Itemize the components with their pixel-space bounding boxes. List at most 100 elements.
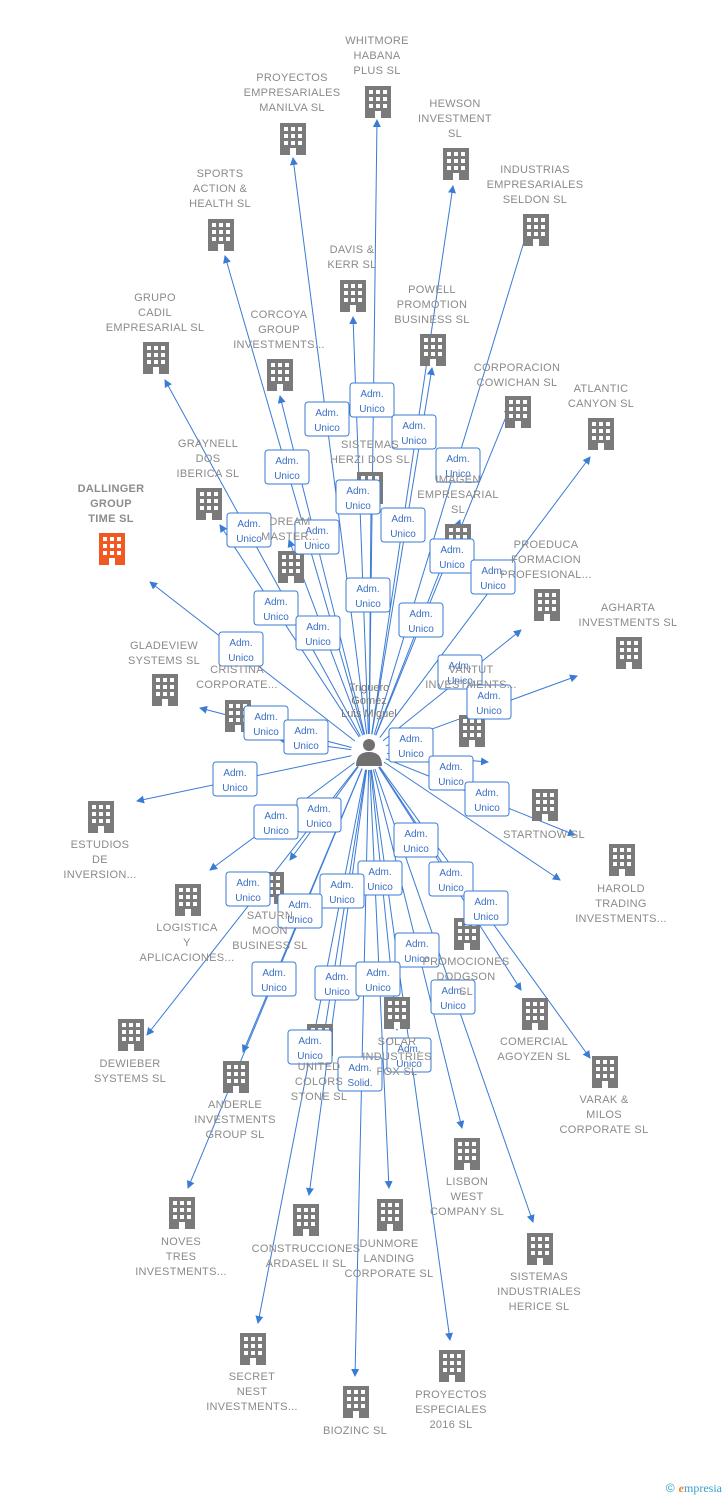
role-text: Adm. (366, 968, 389, 979)
company-label-secret[interactable]: SECRET NEST INVESTMENTS... (206, 1371, 298, 1413)
company-label-agharta[interactable]: AGHARTA INVESTMENTS SL (578, 602, 678, 629)
role-text: Unico (222, 783, 248, 794)
building-icon-sports[interactable] (208, 219, 234, 251)
company-label-dewieber[interactable]: DEWIEBER SYSTEMS SL (93, 1058, 167, 1085)
role-text: Adm. (439, 868, 462, 879)
role-text: Unico (263, 826, 289, 837)
company-label-logistica[interactable]: LOGISTICA Y APLICACIONES... (139, 922, 235, 964)
building-icon-noves[interactable] (169, 1197, 195, 1229)
company-label-seldon[interactable]: INDUSTRIAS EMPRESARIALES SELDON SL (486, 164, 584, 206)
building-icon-corcoya[interactable] (267, 359, 293, 391)
building-icon-agoyzen[interactable] (522, 998, 548, 1030)
company-label-hewson[interactable]: HEWSON INVESTMENT SL (418, 98, 492, 140)
building-icon-solar[interactable] (384, 997, 410, 1029)
building-icon-manilva[interactable] (280, 123, 306, 155)
company-label-atlantic[interactable]: ATLANTIC CANYON SL (567, 383, 635, 410)
company-label-davis[interactable]: DAVIS & KERR SL (327, 244, 377, 271)
company-label-varak[interactable]: VARAK & MILOS CORPORATE SL (559, 1094, 649, 1136)
building-icon-dewieber[interactable] (118, 1019, 144, 1051)
role-text: Unico (408, 624, 434, 635)
building-icon-secret[interactable] (240, 1333, 266, 1365)
role-badge: Adm. Unico (355, 961, 401, 997)
building-icon-herice[interactable] (527, 1233, 553, 1265)
building-icon-ardasel[interactable] (293, 1204, 319, 1236)
building-icon-logistica[interactable] (175, 884, 201, 916)
role-text: Unico (390, 529, 416, 540)
company-label-herice[interactable]: SISTEMAS INDUSTRIALES HERICE SL (497, 1271, 581, 1313)
company-label-biozinc[interactable]: BIOZINC SL (322, 1425, 388, 1437)
role-text: Adm. (237, 519, 260, 530)
building-icon-proyectos2016[interactable] (439, 1350, 465, 1382)
company-label-agoyzen[interactable]: COMERCIAL AGOYZEN SL (497, 1036, 571, 1063)
building-icon-lisbon[interactable] (454, 1138, 480, 1170)
company-label-cadil[interactable]: GRUPO CADIL EMPRESARIAL SL (105, 292, 205, 334)
role-badge: Adm.Unico (283, 719, 329, 755)
building-icon-cowichan[interactable] (505, 396, 531, 428)
edge-harold (383, 761, 561, 881)
company-label-proeduca[interactable]: PROEDUCA FORMACION PROFESIONAL... (500, 539, 592, 581)
role-text: Unico (365, 983, 391, 994)
person-icon[interactable] (356, 739, 382, 766)
company-label-gladeview[interactable]: GLADEVIEW SYSTEMS SL (127, 640, 201, 667)
company-label-whitmore[interactable]: WHITMORE HABANA PLUS SL (345, 35, 409, 77)
role-text: Unico (297, 1051, 323, 1062)
company-label-dodgson[interactable]: PROMOCIONES DODGSON SL (422, 956, 510, 998)
building-icon-seldon[interactable] (523, 214, 549, 246)
footer-brand[interactable]: ©empresia (666, 1481, 722, 1496)
company-label-estudios[interactable]: ESTUDIOS DE INVERSION... (63, 839, 137, 881)
company-label-graynell[interactable]: GRAYNELL DOS IBERICA SL (176, 438, 240, 480)
building-icon-biozinc[interactable] (343, 1386, 369, 1418)
company-label-dallinger[interactable]: DALLINGER GROUP TIME SL (77, 483, 145, 525)
building-icon-dunmore[interactable] (377, 1199, 403, 1231)
building-icon-estudios[interactable] (88, 801, 114, 833)
company-label-harold[interactable]: HAROLD TRADING INVESTMENTS... (575, 883, 667, 925)
building-icon-startnow[interactable] (532, 789, 558, 821)
company-label-cristina[interactable]: CRISTINA CORPORATE... (196, 664, 278, 691)
role-text: Unico (355, 599, 381, 610)
company-label-united[interactable]: UNITED COLORS STONE SL (290, 1061, 348, 1103)
building-icon-agharta[interactable] (616, 637, 642, 669)
edge-united (317, 769, 367, 1061)
company-label-ardasel[interactable]: CONSTRUCCIONES ARDASEL II SL (251, 1243, 361, 1270)
company-label-saturn[interactable]: SATURN MOON BUSINESS SL (232, 910, 308, 952)
company-label-cowichan[interactable]: CORPORACION COWICHAN SL (473, 362, 561, 389)
company-label-noves[interactable]: NOVES TRES INVESTMENTS... (135, 1236, 227, 1278)
person-name[interactable]: Triguero Gomez Luis Miguel (341, 682, 397, 720)
company-label-proyectos2016[interactable]: PROYECTOS ESPECIALES 2016 SL (415, 1389, 487, 1431)
role-text: Unico (329, 895, 355, 906)
role-text: Unico (314, 423, 340, 434)
building-icon-dallinger[interactable] (99, 533, 125, 565)
company-label-manilva[interactable]: PROYECTOS EMPRESARIALES MANILVA SL (243, 72, 341, 114)
company-label-anderle[interactable]: ANDERLE INVESTMENTS GROUP SL (194, 1099, 276, 1141)
company-label-vantut[interactable]: VANTUT INVESTMENTS... (425, 664, 517, 691)
building-icon-powell[interactable] (420, 334, 446, 366)
building-icon-graynell[interactable] (196, 488, 222, 520)
role-badge: Adm.Unico (319, 873, 365, 909)
company-label-herzi[interactable]: SISTEMAS HERZI DOS SL (329, 439, 410, 466)
company-label-corcoya[interactable]: CORCOYA GROUP INVESTMENTS... (233, 309, 325, 351)
role-text: Unico (263, 612, 289, 623)
building-icon-whitmore[interactable] (365, 86, 391, 118)
company-label-sports[interactable]: SPORTS ACTION & HEALTH SL (189, 168, 251, 210)
building-icon-cadil[interactable] (143, 342, 169, 374)
company-label-imagen[interactable]: IMAGEN EMPRESARIAL SL (417, 474, 499, 516)
company-label-lisbon[interactable]: LISBON WEST COMPANY SL (429, 1176, 505, 1218)
building-icon-harold[interactable] (609, 844, 635, 876)
brand-e: e (678, 1481, 684, 1495)
building-icon-anderle[interactable] (223, 1061, 249, 1093)
building-icon-proeduca[interactable] (534, 589, 560, 621)
building-icon-vantut[interactable] (459, 715, 485, 747)
company-label-startnow[interactable]: STARTNOW SL (503, 829, 585, 841)
role-text: Adm. (307, 804, 330, 815)
role-text: Adm. (440, 545, 463, 556)
building-icon-dream[interactable] (278, 551, 304, 583)
building-icon-hewson[interactable] (443, 148, 469, 180)
company-label-dream[interactable]: DREAM MASTER... (261, 516, 319, 543)
role-text: Adm. (368, 867, 391, 878)
company-label-dunmore[interactable]: DUNMORE LANDING CORPORATE SL (344, 1238, 434, 1280)
company-label-powell[interactable]: POWELL PROMOTION BUSINESS SL (394, 284, 470, 326)
building-icon-atlantic[interactable] (588, 418, 614, 450)
role-badge: Adm.Unico (391, 414, 437, 450)
company-label-solar[interactable]: SOLAR INDUSTRIES FOX SL (362, 1036, 432, 1078)
